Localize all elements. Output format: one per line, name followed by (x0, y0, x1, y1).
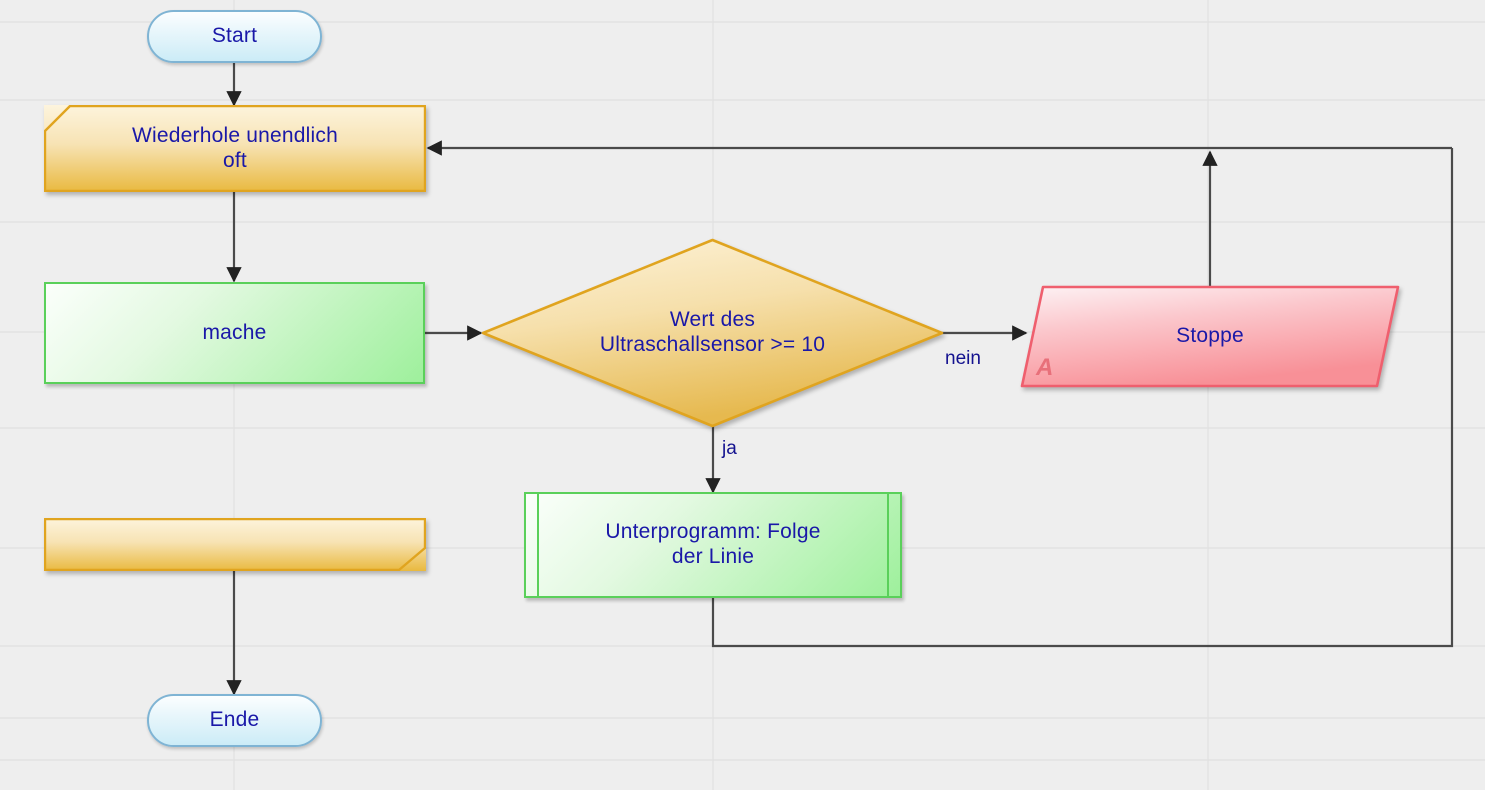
node-stoppe[interactable]: A Stoppe (1020, 285, 1400, 388)
node-loop-start-label: Wiederhole unendlich oft (132, 123, 338, 172)
node-loop-end-label (44, 518, 426, 571)
node-mache[interactable]: mache (44, 282, 425, 384)
edge-label-nein: nein (945, 348, 981, 369)
node-ende-label: Ende (209, 708, 260, 732)
node-stoppe-marker: A (1036, 354, 1054, 381)
node-decision-label: Wert des Ultraschallsensor >= 10 (599, 308, 826, 356)
node-subprogram-label: Unterprogramm: Folge der Linie (605, 520, 821, 568)
node-loop-end[interactable] (44, 518, 426, 571)
node-start-label: Start (211, 24, 258, 48)
node-loop-start[interactable]: Wiederhole unendlich oft (44, 105, 426, 192)
edge-subprogram-return-path (711, 148, 1454, 648)
node-stoppe-label: Stoppe (1176, 324, 1244, 348)
subroutine-bar-right (887, 494, 889, 596)
node-ende[interactable]: Ende (147, 694, 322, 747)
edge-label-ja: ja (722, 438, 737, 459)
node-mache-label: mache (202, 320, 267, 344)
node-start[interactable]: Start (147, 10, 322, 63)
node-subprogram[interactable]: Unterprogramm: Folge der Linie (524, 492, 902, 598)
subroutine-bar-left (537, 494, 539, 596)
node-decision[interactable]: Wert des Ultraschallsensor >= 10 (481, 238, 944, 428)
